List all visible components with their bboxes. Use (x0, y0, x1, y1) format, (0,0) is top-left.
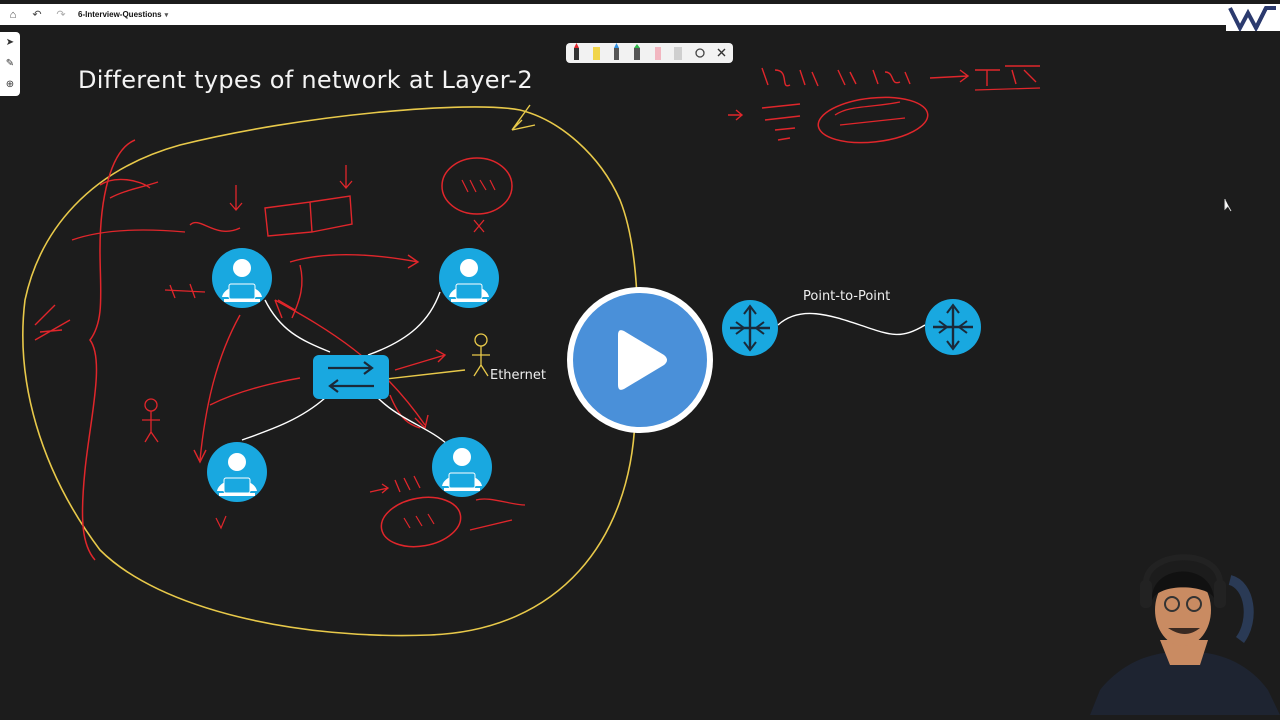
pen-green-icon[interactable] (634, 44, 640, 60)
eraser-icon[interactable] (674, 47, 682, 60)
pen-palette (566, 43, 733, 63)
marker-pink-icon[interactable] (655, 47, 661, 60)
top-toolbar: ⌂ ↶ ↷ 6-Interview-Questions ▾ (0, 4, 1226, 25)
computer-user-node (212, 248, 272, 308)
close-icon[interactable] (717, 48, 726, 57)
pen-tool-icon[interactable]: ✎ (5, 57, 15, 69)
computer-user-node (432, 437, 492, 497)
pen-blue-icon[interactable] (614, 43, 619, 60)
undo-icon[interactable]: ↶ (32, 9, 42, 21)
chevron-down-icon: ▾ (164, 11, 169, 19)
router-icon (925, 299, 981, 355)
ethernet-label: Ethernet (490, 368, 546, 383)
point-to-point-label: Point-to-Point (803, 289, 891, 304)
presenter-webcam (1090, 540, 1280, 715)
router-icon (722, 300, 778, 356)
home-icon[interactable]: ⌂ (9, 8, 17, 21)
mouse-cursor-icon (1224, 199, 1232, 212)
document-title-dropdown[interactable]: 6-Interview-Questions ▾ (78, 10, 168, 19)
brand-logo (1226, 4, 1280, 33)
add-tool-icon[interactable]: ⊕ (5, 79, 15, 91)
slide-title: Different types of network at Layer-2 (78, 66, 533, 94)
highlighter-yellow-icon[interactable] (593, 47, 600, 60)
switch-icon (313, 355, 389, 399)
lasso-icon[interactable] (695, 48, 705, 58)
computer-user-node (439, 248, 499, 308)
left-tool-panel: ➤ ✎ ⊕ (0, 32, 20, 96)
redo-icon[interactable]: ↷ (56, 9, 66, 21)
red-brace-sketch (81, 139, 136, 561)
pointer-tool-icon[interactable]: ➤ (5, 36, 15, 48)
pen-red-icon[interactable] (574, 43, 579, 60)
play-icon (618, 330, 667, 390)
video-play-button[interactable] (567, 287, 713, 433)
document-title: 6-Interview-Questions (78, 10, 162, 19)
computer-user-node (207, 442, 267, 502)
ethernet-circle-sketch (817, 96, 929, 144)
